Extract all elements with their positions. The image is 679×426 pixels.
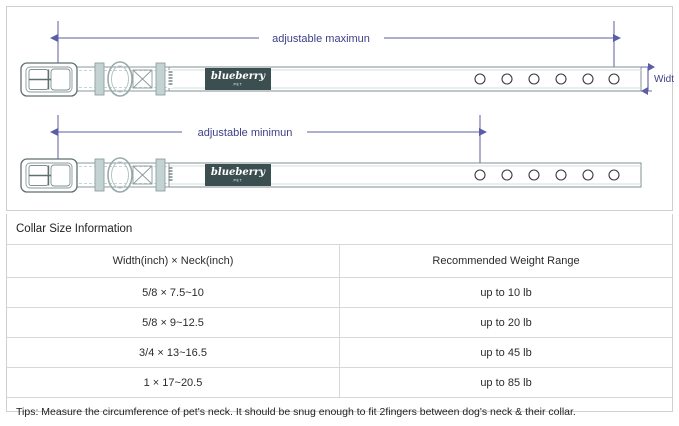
column-header-size: Width(inch) × Neck(inch) (7, 245, 340, 278)
table-row: 5/8 × 7.5~10 up to 10 lb (7, 278, 672, 308)
weight-value: up to 20 lb (340, 308, 673, 338)
collar-diagram-panel: adjustable maximun (6, 6, 673, 211)
size-value: 5/8 × 9~12.5 (7, 308, 340, 338)
table-title: Collar Size Information (7, 214, 672, 245)
collar-size-table: Collar Size Information Width(inch) × Ne… (6, 214, 673, 412)
column-header-weight: Recommended Weight Range (340, 245, 673, 278)
brand-logo-sub: PET (233, 179, 242, 183)
weight-value: up to 10 lb (340, 278, 673, 308)
table-row: 3/4 × 13~16.5 up to 45 lb (7, 338, 672, 368)
size-value: 3/4 × 13~16.5 (7, 338, 340, 368)
weight-value: up to 85 lb (340, 368, 673, 398)
size-table: Collar Size Information Width(inch) × Ne… (7, 214, 672, 426)
max-dimension-label: adjustable maximun (272, 33, 370, 45)
size-value: 1 × 17~20.5 (7, 368, 340, 398)
table-header-row: Width(inch) × Neck(inch) Recommended Wei… (7, 245, 672, 278)
tips-text: Tips: Measure the circumference of pet's… (7, 398, 672, 426)
table-row: 5/8 × 9~12.5 up to 20 lb (7, 308, 672, 338)
collar-diagram-svg: adjustable maximun (7, 7, 674, 212)
size-value: 5/8 × 7.5~10 (7, 278, 340, 308)
min-dimension-label: adjustable minimun (198, 127, 293, 139)
tips-row: Tips: Measure the circumference of pet's… (7, 398, 672, 426)
table-row: 1 × 17~20.5 up to 85 lb (7, 368, 672, 398)
brand-logo-sub: PET (233, 83, 242, 87)
weight-value: up to 45 lb (340, 338, 673, 368)
brand-logo-text: blueberry (211, 71, 266, 82)
table-title-row: Collar Size Information (7, 214, 672, 245)
brand-logo-text: blueberry (211, 167, 266, 178)
width-dimension-label: Width (654, 74, 674, 85)
